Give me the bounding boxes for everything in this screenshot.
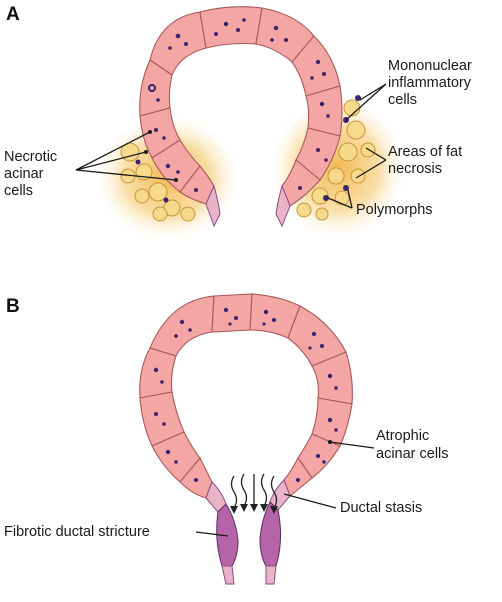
acinus-b [139, 293, 353, 585]
label-fibrotic-stricture: Fibrotic ductal stricture [4, 524, 150, 540]
leader-dot [328, 440, 332, 444]
acinar-cell [199, 6, 263, 49]
leader-dot [174, 178, 178, 182]
label-mono-3: cells [388, 92, 417, 108]
duct-tail-left [221, 565, 235, 585]
duct-wall-left [205, 184, 221, 228]
duct-tail-right [265, 565, 277, 585]
panel-a: A [4, 4, 472, 240]
leader-mono [345, 83, 387, 121]
leader-stasis [283, 493, 337, 509]
fibrotic-wall-right [259, 501, 282, 567]
fat-cells-right [296, 99, 376, 221]
leader-stricture [195, 531, 229, 537]
label-polymorphs: Polymorphs [356, 202, 433, 218]
label-mono-2: inflammatory [388, 75, 472, 91]
label-necrotic-1: Necrotic [4, 149, 57, 165]
leader-poly [327, 189, 353, 209]
label-necrotic-2: acinar [4, 166, 44, 182]
label-mono-1: Mononuclear [388, 58, 472, 74]
leader-dot [144, 150, 148, 154]
fibrotic-wall-left [216, 503, 239, 567]
label-fat-2: necrosis [388, 161, 442, 177]
panel-b: B [4, 293, 449, 585]
leader-necrotic [75, 131, 177, 181]
leader-atrophic [329, 441, 375, 449]
panel-b-letter: B [6, 296, 20, 317]
fat-cells-left [120, 142, 196, 222]
acinar-cell [149, 295, 215, 357]
panel-a-letter: A [6, 4, 20, 25]
duct-wall-right [275, 184, 291, 228]
leader-fat [355, 147, 387, 179]
acinar-cell [139, 347, 177, 399]
acinus-a [139, 6, 343, 228]
label-atrophic-1: Atrophic [376, 428, 429, 444]
nuclei-b [153, 307, 338, 482]
leader-dot [148, 130, 152, 134]
acinar-cell [211, 293, 253, 333]
stasis-arrows [230, 473, 278, 514]
label-necrotic-3: cells [4, 183, 33, 199]
label-atrophic-2: acinar cells [376, 446, 449, 462]
nuclei-a [148, 18, 330, 192]
label-fat-1: Areas of fat [388, 144, 462, 160]
label-ductal-stasis: Ductal stasis [340, 500, 422, 516]
